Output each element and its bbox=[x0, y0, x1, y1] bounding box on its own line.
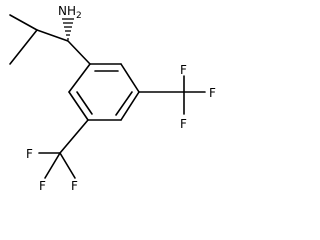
fluorine-label: F bbox=[180, 63, 187, 77]
bond-chiral-ring bbox=[67, 40, 91, 65]
bond-cf3-bottom-f-down bbox=[44, 152, 61, 179]
molecule-structure: NH2 F F F F F F bbox=[9, 4, 216, 193]
fluorine-label: F bbox=[209, 86, 216, 100]
bond-isopropyl-chiral bbox=[36, 29, 69, 42]
fluorine-label: F bbox=[71, 179, 78, 193]
ring-double-left bbox=[76, 91, 93, 115]
bond-methyl-lower bbox=[9, 29, 38, 65]
bond-ring-cf3-bottom bbox=[59, 119, 89, 154]
ring-bond-right-lower bbox=[120, 91, 140, 121]
fluorine-label: F bbox=[26, 147, 33, 161]
bond-cf3-bottom-f-right bbox=[59, 152, 76, 179]
ring-bond-left-upper bbox=[68, 63, 91, 93]
ring-bond-right-upper bbox=[120, 63, 140, 93]
fluorine-label: F bbox=[180, 117, 187, 131]
ring-bond-left-lower bbox=[68, 91, 89, 121]
ring-double-right bbox=[115, 91, 133, 116]
bond-methyl-upper bbox=[9, 14, 38, 31]
stereo-hashed-bond bbox=[62, 18, 74, 40]
amine-label: NH2 bbox=[58, 4, 82, 21]
structure-canvas: NH2 F F F F F F bbox=[9, 4, 216, 193]
fluorine-label: F bbox=[39, 179, 46, 193]
